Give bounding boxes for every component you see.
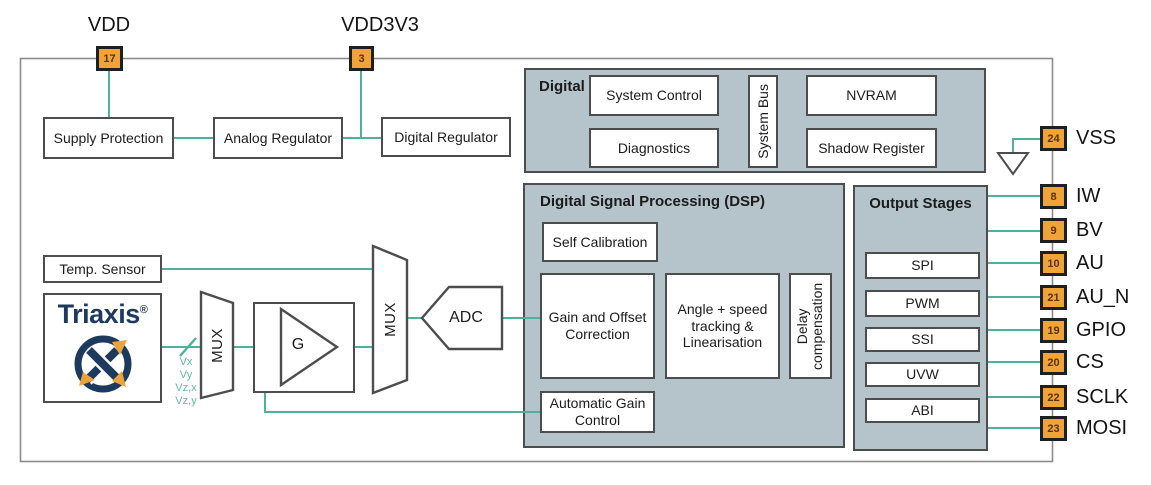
bus-slash: [179, 337, 197, 357]
adc-label: ADC: [449, 309, 483, 326]
vdd3v3-label: VDD3V3: [341, 14, 419, 36]
iw-label: IW: [1076, 185, 1101, 207]
gain-amp-box: [253, 302, 355, 393]
mux1-shape: [199, 290, 235, 400]
pwm-box: PWM: [865, 290, 980, 317]
output-stages-title: Output Stages: [869, 195, 972, 212]
uvw-box: UVW: [865, 362, 980, 387]
dsp-block: Digital Signal Processing (DSP) Self Cal…: [523, 183, 845, 448]
ssi-box: SSI: [865, 327, 980, 352]
gain-amp-label: G: [291, 336, 305, 353]
vdd-label: VDD: [87, 14, 131, 36]
nvram-box: NVRAM: [806, 75, 937, 116]
pin-17-vdd: 17: [96, 46, 123, 71]
pin-19-gpio: 19: [1040, 318, 1067, 343]
pin-23-mosi: 23: [1040, 416, 1067, 441]
adc-shape: [420, 285, 504, 351]
triaxis-logo-icon: [74, 335, 131, 393]
pin-9-bv: 9: [1040, 218, 1067, 243]
temp-sensor-box: Temp. Sensor: [43, 255, 162, 283]
spi-box: SPI: [865, 252, 980, 279]
shadow-register-box: Shadow Register: [806, 128, 937, 168]
registered-mark: ®: [139, 304, 148, 316]
system-bus-box: System Bus: [748, 75, 778, 168]
digital-block: Digital System Control Diagnostics Syste…: [524, 68, 986, 173]
bv-label: BV: [1076, 219, 1103, 241]
triaxis-sensor-box: Triaxis®: [43, 293, 162, 403]
self-calibration-box: Self Calibration: [542, 222, 658, 262]
pin-8-iw: 8: [1040, 184, 1067, 209]
pin-22-sclk: 22: [1040, 385, 1067, 410]
output-stages-block: Output Stages SPI PWM SSI UVW ABI: [853, 185, 988, 451]
gpio-label: GPIO: [1076, 319, 1127, 341]
mux2-label: MUX: [381, 302, 399, 337]
angle-speed-tracking-box: Angle + speed tracking & Linearisation: [665, 273, 780, 379]
delay-compensation-box: Delay compensation: [789, 273, 832, 379]
dsp-block-title: Digital Signal Processing (DSP): [540, 193, 766, 210]
analog-regulator-box: Analog Regulator: [213, 117, 343, 159]
mux1-label: MUX: [208, 327, 226, 363]
pin-21-au-n: 21: [1040, 285, 1067, 310]
pin-3-vdd3v3: 3: [349, 46, 374, 71]
cs-label: CS: [1076, 351, 1104, 373]
diagnostics-box: Diagnostics: [589, 128, 719, 168]
system-control-box: System Control: [589, 75, 719, 116]
automatic-gain-control-box: Automatic Gain Control: [540, 391, 655, 433]
vzy-label: Vz,y: [175, 395, 197, 407]
pin-10-au: 10: [1040, 251, 1067, 276]
triaxis-logo-text: Triaxis®: [57, 299, 148, 329]
au-label: AU: [1076, 252, 1104, 274]
vy-label: Vy: [179, 369, 193, 381]
ground-symbol: [996, 152, 1030, 176]
gain-amp-triangle: [279, 306, 340, 388]
mosi-label: MOSI: [1076, 417, 1128, 439]
digital-block-title: Digital: [539, 78, 585, 95]
vzx-label: Vz,x: [175, 382, 197, 394]
sclk-label: SCLK: [1076, 386, 1129, 408]
abi-box: ABI: [865, 398, 980, 423]
pin-20-cs: 20: [1040, 350, 1067, 375]
signal-wires: [108, 71, 1040, 429]
mux2-shape: [371, 244, 409, 395]
gain-offset-correction-box: Gain and Offset Correction: [540, 273, 655, 379]
pin-24-vss: 24: [1040, 126, 1067, 151]
supply-protection-box: Supply Protection: [43, 117, 174, 159]
au-n-label: AU_N: [1076, 286, 1130, 308]
digital-regulator-box: Digital Regulator: [381, 117, 511, 157]
vx-label: Vx: [179, 356, 193, 368]
vss-label: VSS: [1076, 127, 1117, 149]
